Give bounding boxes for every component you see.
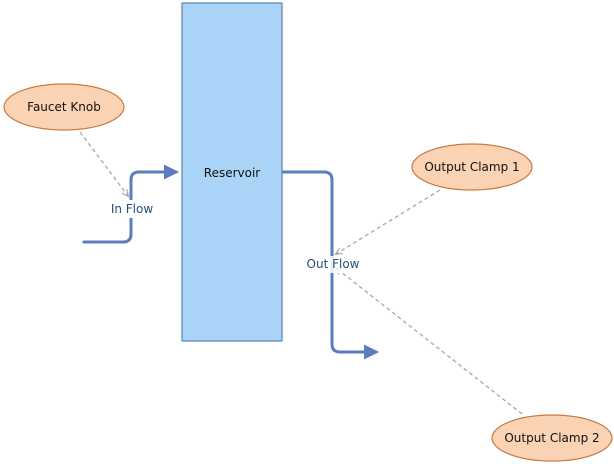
faucet-knob-label: Faucet Knob: [27, 100, 101, 114]
output-clamp-2-label: Output Clamp 2: [504, 431, 599, 445]
in-flow-label[interactable]: In Flow: [111, 202, 154, 216]
in-flow-label-bg: [106, 200, 156, 218]
output-clamp-1-ellipse[interactable]: [411, 143, 533, 191]
output-clamp-2-ellipse[interactable]: [491, 414, 613, 462]
link-clamp2-to-outflow: [336, 268, 523, 415]
reservoir-label: Reservoir: [204, 166, 261, 180]
out-flow-label[interactable]: Out Flow: [307, 257, 360, 271]
link-faucet-to-inflow: [79, 131, 128, 196]
faucet-knob-ellipse[interactable]: [3, 83, 125, 131]
reservoir-box[interactable]: [181, 2, 283, 342]
out-flow-label-bg: [302, 256, 364, 273]
output-clamp-1-label: Output Clamp 1: [424, 160, 519, 174]
link-clamp1-to-outflow: [336, 189, 441, 254]
